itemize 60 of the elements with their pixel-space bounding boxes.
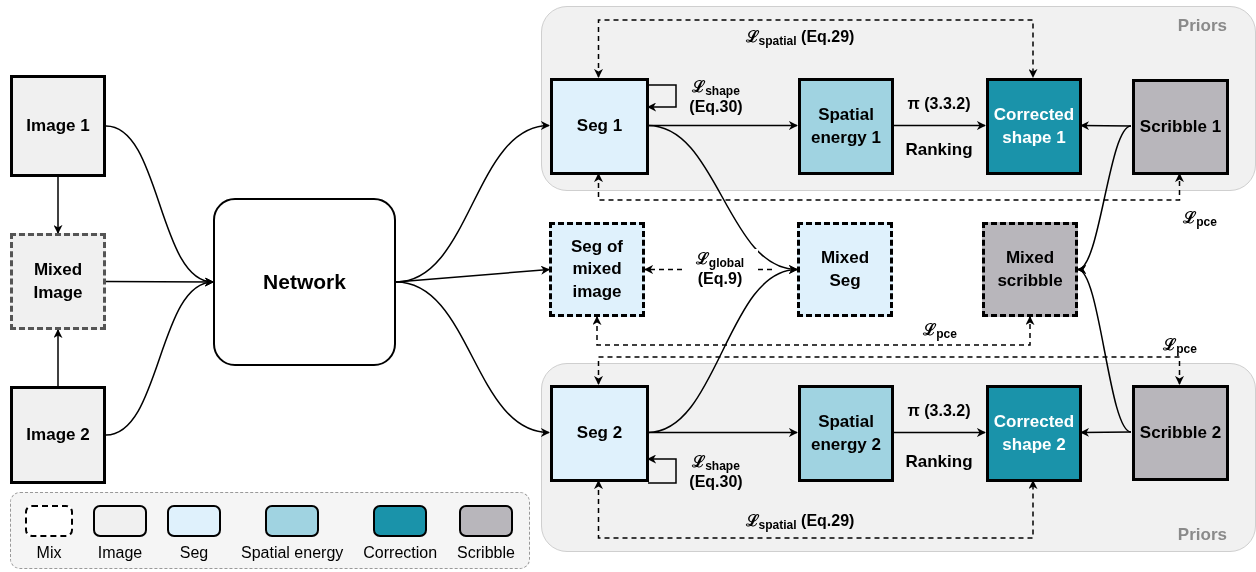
arrow bbox=[592, 316, 1035, 346]
energy-box bbox=[798, 78, 894, 175]
arrow bbox=[647, 84, 677, 112]
edge-note: Ranking bbox=[905, 139, 973, 162]
arrow bbox=[1080, 427, 1132, 437]
panel-title: Priors bbox=[1177, 15, 1227, 37]
arrow bbox=[647, 121, 798, 130]
mixed-scribble-box bbox=[982, 222, 1078, 317]
arrow bbox=[594, 356, 1184, 385]
panel-title: Priors bbox=[1177, 523, 1227, 546]
node-label: Scribble 2 bbox=[1138, 421, 1223, 444]
seg-box bbox=[550, 385, 649, 482]
node-label: Scribble 1 bbox=[1138, 115, 1223, 138]
legend-label: Spatial energy bbox=[241, 543, 344, 563]
legend-label: Scribble bbox=[457, 543, 515, 563]
mixed-seg-box bbox=[549, 222, 645, 317]
corrected-shape-box bbox=[986, 385, 1082, 482]
node-label: Mixed Seg bbox=[819, 247, 871, 292]
legend-label: Image bbox=[97, 543, 143, 563]
node-label: Corrected shape 1 bbox=[992, 104, 1076, 149]
arrow bbox=[594, 480, 1038, 539]
node-label: Network bbox=[262, 269, 347, 296]
edge-note: Ranking bbox=[905, 451, 973, 474]
node-label: Seg of mixed image bbox=[570, 236, 624, 303]
node-label: Mixed Image bbox=[32, 259, 84, 304]
arrow bbox=[594, 173, 1184, 201]
node-label: Seg 1 bbox=[575, 115, 624, 138]
image-box bbox=[10, 386, 106, 484]
priors-panel bbox=[541, 6, 1256, 191]
arrow bbox=[1080, 121, 1132, 131]
arrow bbox=[647, 454, 677, 484]
arrow bbox=[53, 329, 63, 387]
node-label: Seg 2 bbox=[575, 422, 624, 445]
corrected-shape-box bbox=[986, 78, 1082, 175]
node-label: Mixed scribble bbox=[996, 247, 1064, 292]
image-box bbox=[10, 75, 106, 177]
arrow bbox=[594, 19, 1038, 78]
scribble-box bbox=[1132, 79, 1229, 175]
arrow bbox=[53, 176, 63, 234]
priors-panel bbox=[541, 363, 1256, 552]
node-label: Corrected shape 2 bbox=[992, 411, 1076, 456]
arrow bbox=[647, 428, 798, 437]
arrow bbox=[892, 121, 986, 130]
arrow bbox=[892, 428, 986, 437]
legend-label: Seg bbox=[179, 543, 209, 563]
node-label: Spatial energy 2 bbox=[810, 411, 882, 456]
mixed-seg-box bbox=[797, 222, 893, 317]
energy-box bbox=[798, 385, 894, 482]
node-label: Image 1 bbox=[25, 114, 91, 137]
node-label: Spatial energy 1 bbox=[810, 104, 882, 149]
network-box bbox=[213, 198, 396, 366]
arrow bbox=[1077, 268, 1132, 433]
scribble-box bbox=[1132, 385, 1229, 481]
legend-label: Mix bbox=[36, 543, 62, 563]
mixed-image-box bbox=[10, 233, 106, 330]
legend-label: Correction bbox=[363, 543, 438, 563]
arrow bbox=[395, 281, 550, 436]
seg-box bbox=[550, 78, 649, 175]
arrow bbox=[105, 279, 214, 436]
node-label: Image 2 bbox=[25, 423, 91, 446]
